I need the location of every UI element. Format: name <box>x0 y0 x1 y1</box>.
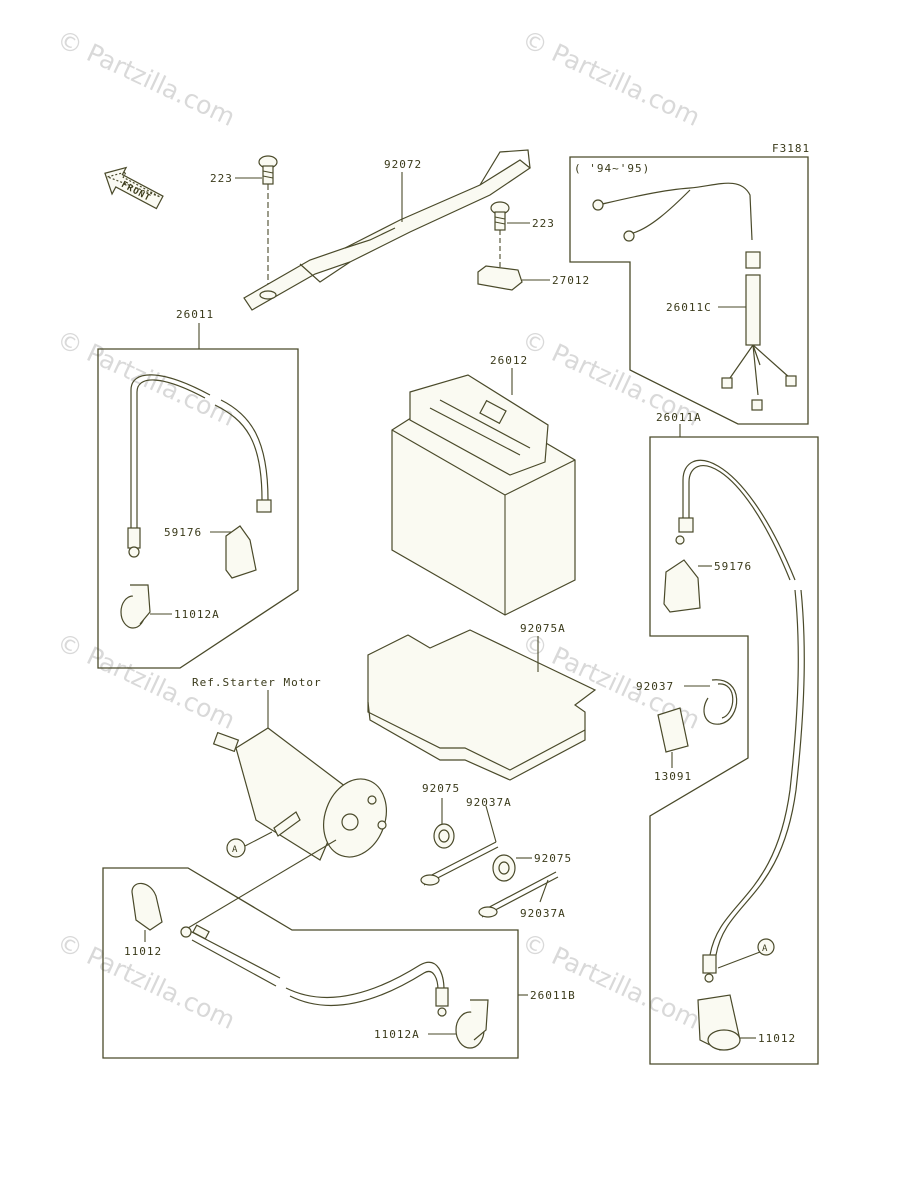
label-223-right: 223 <box>532 217 555 230</box>
front-arrow-icon: FRONT <box>104 166 164 210</box>
screw-223-top <box>235 155 278 288</box>
label-92037: 92037 <box>636 680 674 693</box>
harness-94-95-box <box>569 156 809 425</box>
ref-starter-motor: Ref.Starter Motor <box>192 676 322 689</box>
label-11012-right: 11012 <box>758 1032 796 1045</box>
watermark: © Partzilla.com <box>52 927 239 1035</box>
watermark: © Partzilla.com <box>52 24 239 132</box>
tie-92037a-top <box>420 805 499 886</box>
label-26011c: 26011C <box>666 301 712 314</box>
label-59176-right: 59176 <box>714 560 752 573</box>
bracket-27012 <box>477 265 550 291</box>
label-26011b: 26011B <box>530 989 576 1002</box>
cable-26011b-box <box>102 867 528 1059</box>
grommet-92075-top <box>433 798 455 849</box>
grommet-13091 <box>657 707 689 768</box>
year-note: ( '94~'95) <box>574 162 650 175</box>
label-26012: 26012 <box>490 354 528 367</box>
label-11012-left: 11012 <box>124 945 162 958</box>
cable-26011-box <box>97 323 299 669</box>
clamp-92037 <box>684 679 738 725</box>
label-11012a-bot: 11012A <box>374 1028 420 1041</box>
label-59176-left: 59176 <box>164 526 202 539</box>
label-92075-mid: 92075 <box>534 852 572 865</box>
label-223-top: 223 <box>210 172 233 185</box>
starter-motor <box>187 690 387 929</box>
watermark: © Partzilla.com <box>517 927 704 1035</box>
label-92037a-bot: 92037A <box>520 907 566 920</box>
label-92075a: 92075A <box>520 622 566 635</box>
label-26011: 26011 <box>176 308 214 321</box>
cable-26011a-box <box>649 424 819 1065</box>
callout-a-left: A <box>232 845 238 855</box>
figure-code: F3181 <box>772 142 810 155</box>
pad-92075a <box>367 629 597 781</box>
label-92037a-top: 92037A <box>466 796 512 809</box>
label-92072: 92072 <box>384 158 422 171</box>
label-13091: 13091 <box>654 770 692 783</box>
label-11012a-left: 11012A <box>174 608 220 621</box>
screw-223-right <box>490 201 530 272</box>
tie-92037a-bot <box>478 871 559 918</box>
label-27012: 27012 <box>552 274 590 287</box>
callout-a-right: A <box>762 944 768 954</box>
grommet-92075-mid <box>492 854 532 882</box>
label-26011a: 26011A <box>656 411 702 424</box>
watermark: © Partzilla.com <box>517 24 704 132</box>
battery-26012 <box>391 368 576 616</box>
watermark: © Partzilla.com <box>52 324 239 432</box>
label-92075-top: 92075 <box>422 782 460 795</box>
battery-strap-92072 <box>243 149 532 311</box>
watermarks: © Partzilla.com © Partzilla.com © Partzi… <box>52 24 704 1035</box>
